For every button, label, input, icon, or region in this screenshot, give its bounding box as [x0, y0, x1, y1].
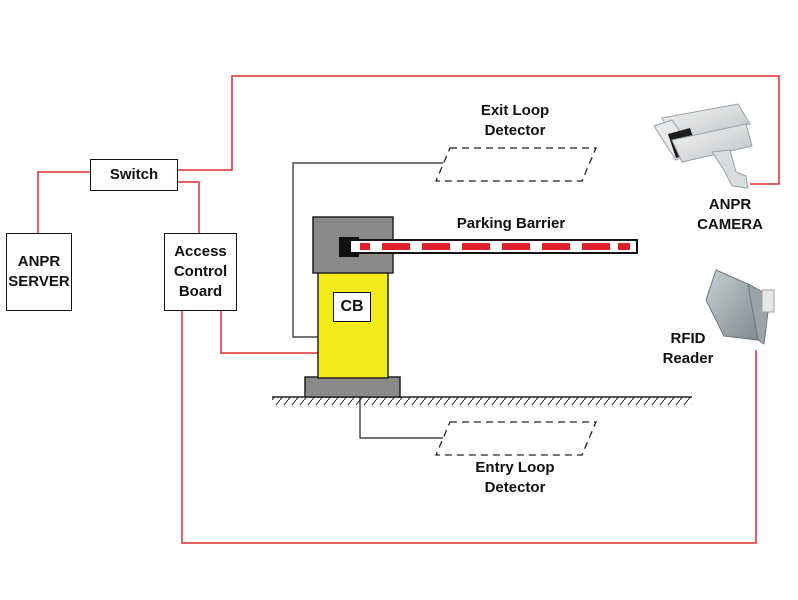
- access-control-line3: Board: [178, 283, 223, 300]
- cb-label: CB: [340, 298, 364, 315]
- wire-switch-access: [178, 181, 200, 233]
- red-wires: [37, 75, 780, 544]
- anpr-camera-icon: [653, 103, 753, 189]
- anpr-camera-label: ANPR CAMERA: [690, 195, 770, 235]
- barrier-base: [304, 376, 401, 398]
- wire-access-rfid: [181, 311, 757, 544]
- exit-loop-line1: Exit Loop: [480, 102, 550, 119]
- parking-barrier-label: Parking Barrier: [456, 215, 566, 232]
- switch-label: Switch: [109, 166, 159, 183]
- entry-loop-line2: Detector: [484, 479, 546, 496]
- access-control-box: Access Control Board: [164, 233, 237, 311]
- rfid-reader-label: RFID Reader: [650, 329, 726, 369]
- entry-loop-label: Entry Loop Detector: [465, 458, 565, 498]
- exit-loop-line2: Detector: [484, 122, 546, 139]
- access-control-line1: Access: [174, 243, 227, 260]
- rfid-reader-icon: [705, 269, 775, 345]
- anpr-server-label-line1: ANPR: [17, 253, 61, 270]
- barrier-arm-stripes: [360, 243, 630, 250]
- wire-camera-switch: [178, 75, 780, 185]
- barrier-post: [317, 271, 389, 379]
- ground-hatch: [272, 397, 692, 405]
- cb-box: CB: [333, 292, 371, 322]
- anpr-server-box: ANPR SERVER: [6, 233, 72, 311]
- access-control-line2: Control: [173, 263, 228, 280]
- switch-box: Switch: [90, 159, 178, 191]
- wire-switch-server: [37, 171, 90, 233]
- entry-loop-shape: [435, 421, 597, 456]
- rfid-reader-line2: Reader: [662, 350, 714, 367]
- entry-loop-line1: Entry Loop: [475, 459, 555, 476]
- anpr-camera-line1: ANPR: [708, 196, 752, 213]
- anpr-server-label-line2: SERVER: [8, 273, 70, 290]
- exit-loop-shape: [435, 147, 597, 182]
- exit-loop-label: Exit Loop Detector: [470, 101, 560, 141]
- rfid-reader-line1: RFID: [670, 330, 706, 347]
- anpr-camera-line2: CAMERA: [697, 216, 763, 233]
